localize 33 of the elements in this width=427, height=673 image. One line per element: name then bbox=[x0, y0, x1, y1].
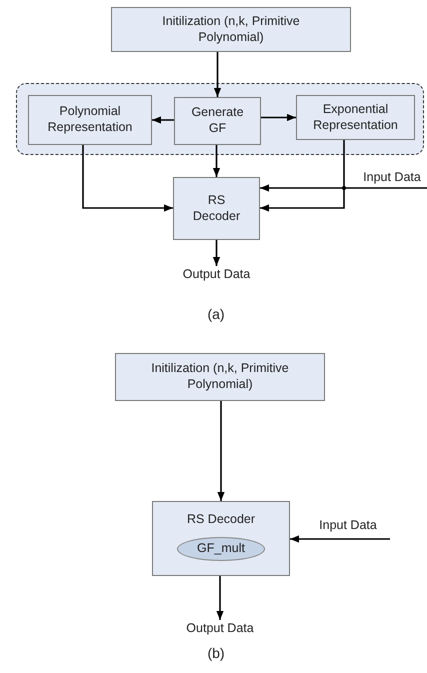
arrow bbox=[82, 145, 173, 212]
process-box bbox=[115, 353, 325, 401]
node-label: Polynomial Representation bbox=[46, 104, 134, 136]
terminal-text: Input Data bbox=[308, 518, 388, 534]
process-box bbox=[174, 97, 261, 145]
terminal-text: Output Data bbox=[170, 620, 270, 638]
node-label: Initilization (n,k, Primitive Polynomial) bbox=[150, 361, 290, 393]
arrow bbox=[212, 240, 220, 266]
process-box bbox=[152, 501, 290, 576]
process-box bbox=[111, 7, 351, 52]
node-label: RS Decoder bbox=[186, 512, 256, 528]
arrow bbox=[260, 184, 427, 192]
arrow bbox=[212, 145, 220, 177]
group-region bbox=[16, 83, 424, 155]
arrow bbox=[216, 576, 224, 620]
arrow bbox=[152, 116, 174, 124]
subfigure-label: (a) bbox=[207, 306, 225, 322]
arrow bbox=[260, 140, 345, 212]
node-label: Generate GF bbox=[191, 105, 244, 137]
process-box bbox=[28, 95, 152, 145]
terminal-text: Input Data bbox=[356, 170, 427, 186]
process-box bbox=[296, 95, 415, 140]
arrow bbox=[217, 401, 225, 501]
subfigure-label: (b) bbox=[207, 645, 225, 661]
node-label: GF_mult bbox=[197, 541, 245, 557]
node-label: Initilization (n,k, Primitive Polynomial) bbox=[161, 14, 301, 46]
arrow bbox=[290, 535, 390, 543]
arrow bbox=[261, 114, 296, 122]
process-box bbox=[173, 177, 260, 240]
node-label: RS Decoder bbox=[192, 192, 242, 224]
terminal-text: Output Data bbox=[170, 266, 263, 284]
node-label: Exponential Representation bbox=[312, 102, 399, 134]
arrow bbox=[214, 52, 222, 97]
